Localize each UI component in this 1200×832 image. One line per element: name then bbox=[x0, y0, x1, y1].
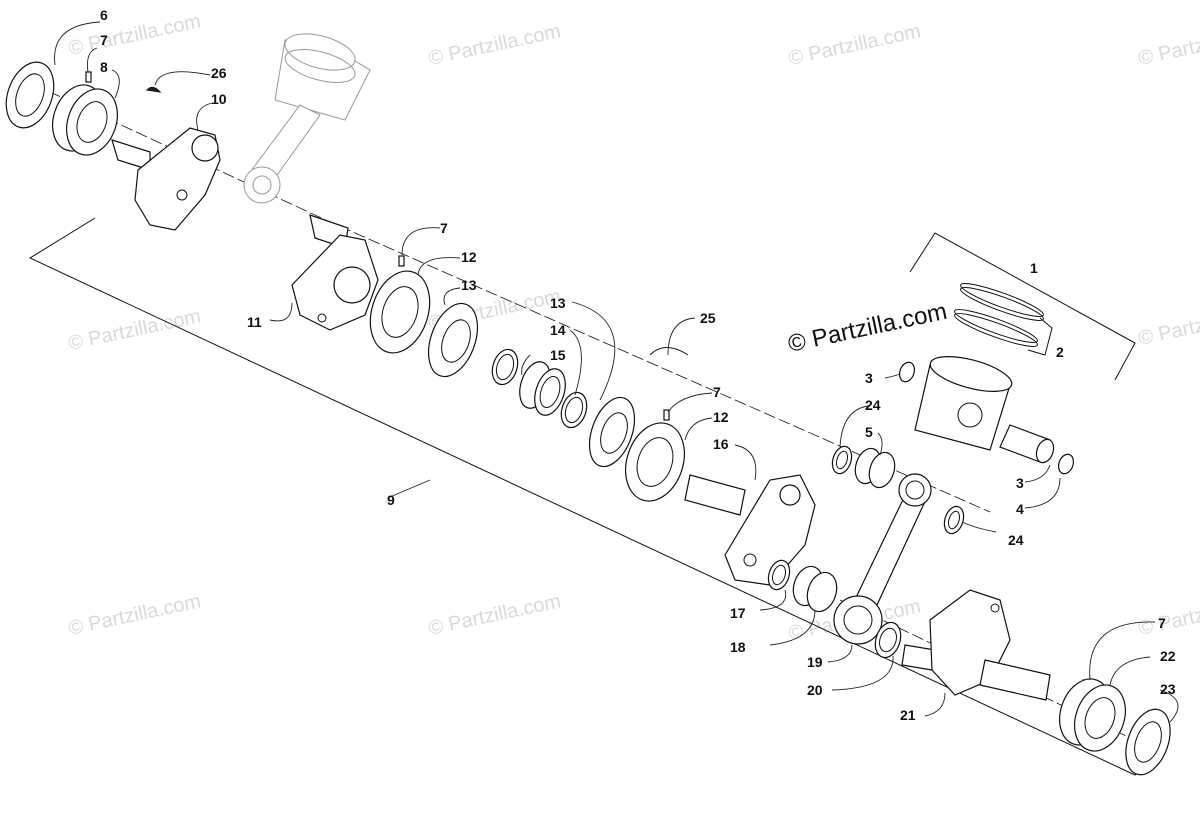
crank-half-left bbox=[111, 127, 221, 231]
circlip-top bbox=[898, 361, 916, 383]
watermarks: © Partzilla.com © Partzilla.com © Partzi… bbox=[66, 10, 1200, 645]
callout-13: 13 bbox=[461, 277, 477, 293]
watermark: © Partzilla.com bbox=[1136, 590, 1200, 640]
center-seal-ring-right bbox=[560, 391, 588, 429]
watermark: © Partzilla.com bbox=[1136, 300, 1200, 350]
callout-13: 13 bbox=[550, 295, 566, 311]
watermark: © Partzilla.com bbox=[426, 20, 562, 70]
callout-16: 16 bbox=[713, 436, 729, 452]
crank-half-right bbox=[901, 589, 1051, 701]
callout-14: 14 bbox=[550, 322, 566, 338]
thrust-washer-upper-left bbox=[831, 445, 853, 475]
piston bbox=[914, 356, 1013, 451]
callout-5: 5 bbox=[865, 424, 873, 440]
piston-pin bbox=[999, 424, 1055, 464]
bearing-right-center bbox=[625, 409, 685, 502]
watermark: © Partzilla.com bbox=[66, 305, 202, 355]
crank-half-pto bbox=[684, 474, 816, 586]
connecting-rod bbox=[833, 473, 932, 645]
watermark: © Partzilla.com bbox=[786, 20, 922, 70]
callout-12: 12 bbox=[461, 249, 477, 265]
watermark: © Partzilla.com bbox=[1136, 20, 1200, 70]
callout-26: 26 bbox=[211, 65, 227, 81]
bracket-item-1 bbox=[909, 232, 1136, 381]
callout-24: 24 bbox=[1008, 532, 1024, 548]
callout-numbers: 6 7 8 26 10 11 7 12 13 13 14 15 25 7 12 … bbox=[100, 7, 1176, 723]
callout-10: 10 bbox=[211, 91, 227, 107]
callout-24: 24 bbox=[865, 397, 881, 413]
callout-3: 3 bbox=[1016, 475, 1024, 491]
callout-23: 23 bbox=[1160, 681, 1176, 697]
callout-18: 18 bbox=[730, 639, 746, 655]
snap-ring bbox=[649, 347, 689, 356]
needle-bearing-lower bbox=[792, 565, 838, 613]
callout-19: 19 bbox=[807, 654, 823, 670]
leader-lines bbox=[54, 21, 1179, 723]
center-seal bbox=[519, 361, 566, 416]
labyrinth-seal-right bbox=[588, 396, 636, 468]
center-seal-ring bbox=[491, 348, 519, 386]
labyrinth-seal-left bbox=[427, 302, 479, 378]
callout-12: 12 bbox=[713, 409, 729, 425]
callout-11: 11 bbox=[247, 314, 262, 330]
needle-bearing-upper bbox=[854, 447, 896, 489]
bracket-item-9 bbox=[28, 217, 1166, 776]
callout-7: 7 bbox=[713, 384, 721, 400]
callout-15: 15 bbox=[550, 347, 566, 363]
oil-seal-left bbox=[5, 61, 55, 129]
reference-piston-rod bbox=[243, 33, 371, 204]
oil-seal-right bbox=[1125, 708, 1171, 776]
watermark-main: © Partzilla.com bbox=[786, 298, 950, 358]
piston-rings bbox=[954, 283, 1044, 347]
woodruff-key bbox=[145, 86, 162, 93]
bearing-right bbox=[1059, 678, 1126, 752]
callout-1: 1 bbox=[1030, 260, 1038, 276]
callout-2: 2 bbox=[1056, 344, 1064, 360]
bearing-left bbox=[52, 71, 118, 156]
callout-7: 7 bbox=[1158, 615, 1166, 631]
bearing-center bbox=[369, 255, 431, 354]
callout-4: 4 bbox=[1016, 501, 1024, 517]
callout-3: 3 bbox=[865, 370, 873, 386]
callout-7: 7 bbox=[440, 220, 448, 236]
watermark: © Partzilla.com bbox=[66, 590, 202, 640]
callout-7: 7 bbox=[100, 32, 108, 48]
callout-20: 20 bbox=[807, 682, 823, 698]
callout-17: 17 bbox=[730, 605, 746, 621]
callout-6: 6 bbox=[100, 7, 108, 23]
thrust-washer-right bbox=[874, 621, 902, 659]
thrust-washer-lower bbox=[767, 559, 791, 591]
callout-25: 25 bbox=[700, 310, 716, 326]
thrust-washer-upper-right bbox=[943, 505, 965, 535]
watermark: © Partzilla.com bbox=[66, 10, 202, 60]
callout-21: 21 bbox=[900, 707, 916, 723]
crank-half-inner bbox=[291, 214, 379, 331]
callout-9: 9 bbox=[387, 492, 395, 508]
watermark: © Partzilla.com bbox=[426, 590, 562, 640]
callout-8: 8 bbox=[100, 59, 108, 75]
callout-22: 22 bbox=[1160, 648, 1176, 664]
circlip-right bbox=[1057, 453, 1075, 475]
